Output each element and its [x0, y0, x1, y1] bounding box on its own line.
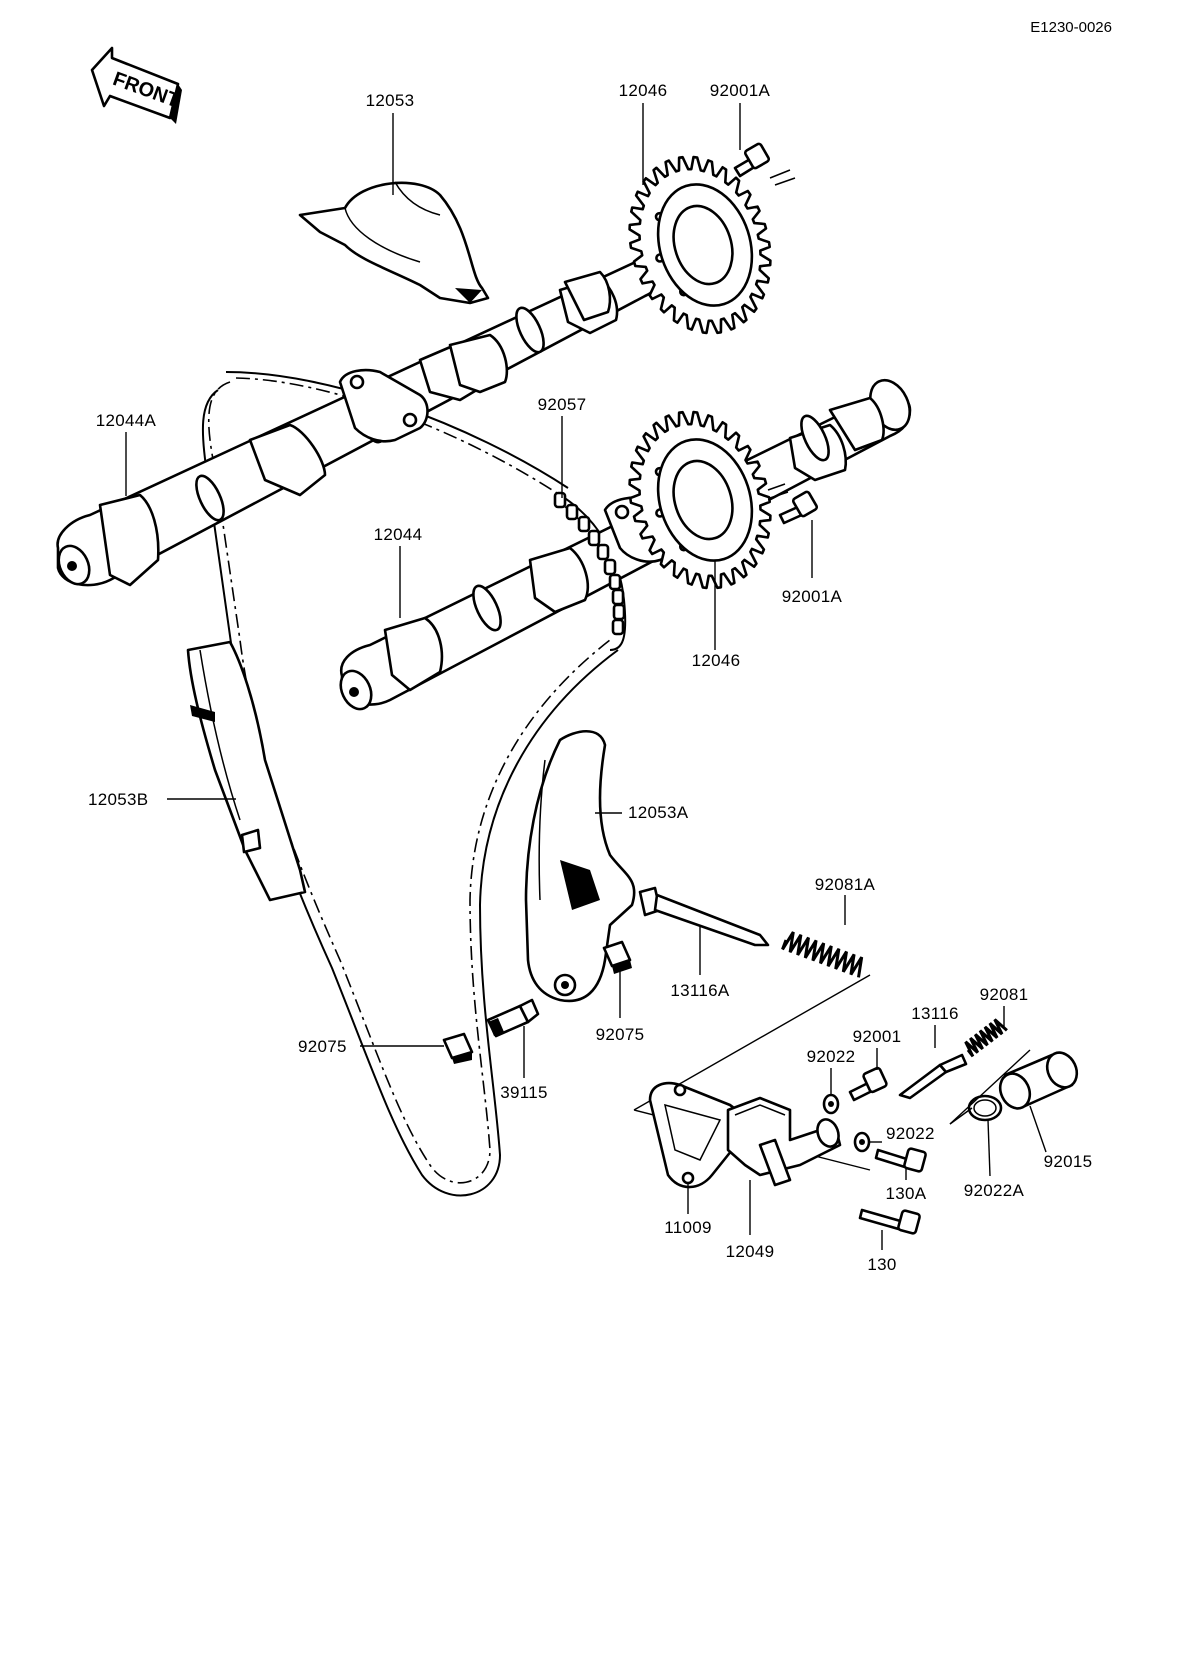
pivot-39115 [486, 998, 540, 1038]
washer-92022-upper [822, 1093, 840, 1115]
push-rod-13116A [638, 886, 770, 947]
callout-92075-right: 92075 [596, 1025, 645, 1044]
callout-92075-left: 92075 [298, 1037, 347, 1056]
intake-camshaft-12044A [56, 257, 662, 587]
exhaust-camshaft-12044 [339, 378, 912, 711]
push-rod-13116 [898, 1053, 968, 1100]
spring-coil [781, 931, 864, 978]
o-ring-92022A [967, 1094, 1003, 1122]
chain-link [612, 603, 626, 621]
bolt-92001A-top [733, 142, 796, 186]
chain-link [587, 529, 601, 547]
callout-130: 130 [867, 1255, 896, 1274]
tensioner-body-12049 [726, 1096, 842, 1187]
chain-link [565, 503, 579, 521]
chain-link [577, 515, 591, 533]
callout-92081A: 92081A [815, 875, 876, 894]
callout-92057: 92057 [538, 395, 587, 414]
bolt-92001A-right [767, 483, 818, 525]
chain-link [553, 491, 567, 509]
spring-coil [964, 1018, 1008, 1058]
chain-link [611, 588, 625, 606]
chain-guide-12053 [298, 181, 490, 305]
chain-link [608, 573, 622, 591]
chain-guide-12053B [186, 640, 307, 902]
chain-links-92057 [553, 491, 626, 636]
leader-lines [125, 103, 1047, 1250]
callout-92015: 92015 [1044, 1152, 1093, 1171]
washer-92022-lower [853, 1131, 871, 1153]
sleeve-92015 [998, 1051, 1079, 1110]
callout-13116: 13116 [911, 1004, 959, 1023]
callout-12053: 12053 [366, 91, 415, 110]
callout-12046-top: 12046 [619, 81, 668, 100]
intake-sprocket-12046 [628, 155, 772, 335]
callout-92081: 92081 [980, 985, 1029, 1004]
callout-92001: 92001 [853, 1027, 902, 1046]
spring-92081 [964, 1018, 1008, 1058]
callout-12044: 12044 [374, 525, 423, 544]
callout-11009: 11009 [664, 1218, 712, 1237]
callout-92001A-right: 92001A [782, 587, 843, 606]
callout-12049: 12049 [726, 1242, 775, 1261]
chain-link [611, 618, 625, 636]
callout-92022A: 92022A [964, 1181, 1025, 1200]
document-code: E1230-0026 [1030, 19, 1112, 36]
slipper-92075-right [602, 940, 632, 974]
tensioner-guide-12053A [524, 730, 636, 1003]
gasket-11009 [648, 1081, 742, 1189]
callout-13116A: 13116A [670, 981, 730, 1000]
callout-92022-lower: 92022 [886, 1124, 935, 1143]
callout-39115: 39115 [500, 1083, 548, 1102]
bolt-130 [858, 1208, 921, 1235]
callout-92001A-top: 92001A [710, 81, 771, 100]
front-arrow-icon: FRONT [90, 46, 182, 124]
callout-92022-upper: 92022 [807, 1047, 856, 1066]
callout-130A: 130A [886, 1184, 927, 1203]
bolt-130A [874, 1147, 927, 1173]
callout-12053B: 12053B [88, 790, 148, 809]
callout-labels: 12053 12046 92001A 12044A 92057 12044 92… [88, 81, 1092, 1274]
chain-link [603, 558, 617, 576]
callout-12046-bottom: 12046 [692, 651, 741, 670]
chain-link [596, 543, 610, 561]
slipper-92075-left [442, 1032, 474, 1064]
callout-12053A: 12053A [628, 803, 689, 822]
bolt-92001 [848, 1066, 888, 1102]
callout-12044A: 12044A [96, 411, 157, 430]
spring-92081A [781, 931, 864, 978]
exhaust-sprocket-12046 [628, 410, 772, 590]
